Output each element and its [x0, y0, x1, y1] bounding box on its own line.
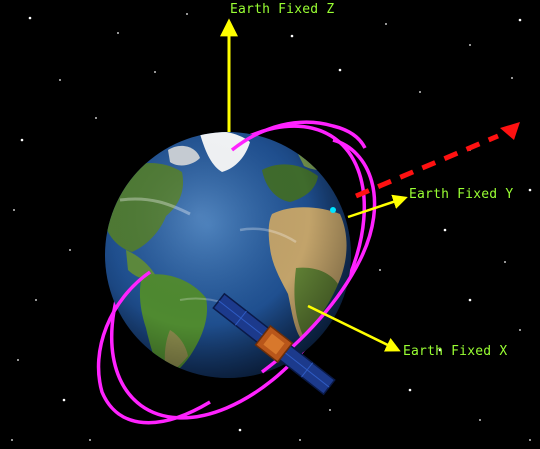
star [529, 439, 531, 441]
star [469, 44, 471, 46]
star [28, 16, 32, 20]
star [518, 18, 522, 22]
star [59, 79, 61, 81]
star [338, 68, 342, 72]
velocity-vector-line [355, 133, 499, 199]
star [290, 34, 294, 38]
star [186, 13, 188, 15]
star-field [11, 13, 532, 441]
satellite-marker[interactable] [330, 207, 336, 213]
star [419, 91, 421, 93]
orbit-arc-left [96, 270, 211, 425]
orbit-arc-right [260, 138, 377, 374]
star [519, 329, 521, 331]
star [117, 32, 119, 34]
star [504, 261, 506, 263]
star [379, 269, 381, 271]
star [95, 117, 97, 119]
x-axis-label: Earth Fixed X [403, 344, 508, 359]
star [17, 359, 19, 361]
star [89, 439, 91, 441]
star [11, 439, 13, 441]
satellite-icon[interactable] [211, 291, 336, 396]
star [468, 298, 472, 302]
star [35, 299, 37, 301]
star [385, 23, 387, 25]
star [62, 398, 66, 402]
y-axis-label: Earth Fixed Y [409, 187, 514, 202]
star [479, 419, 481, 421]
star [329, 409, 331, 411]
star [408, 388, 412, 392]
star [238, 428, 242, 432]
star [13, 209, 15, 211]
y-axis-line [347, 194, 408, 219]
orbit-arc-top [230, 120, 367, 152]
z-axis-label: Earth Fixed Z [230, 2, 335, 17]
star [20, 138, 24, 142]
star [154, 71, 156, 73]
star [69, 249, 71, 251]
star [299, 439, 301, 441]
star [438, 348, 442, 352]
velocity-vector-arrow [500, 122, 520, 140]
star [511, 77, 513, 79]
star [528, 188, 532, 192]
star [443, 228, 447, 232]
earth-globe [105, 132, 351, 378]
x-axis-line [307, 304, 401, 352]
